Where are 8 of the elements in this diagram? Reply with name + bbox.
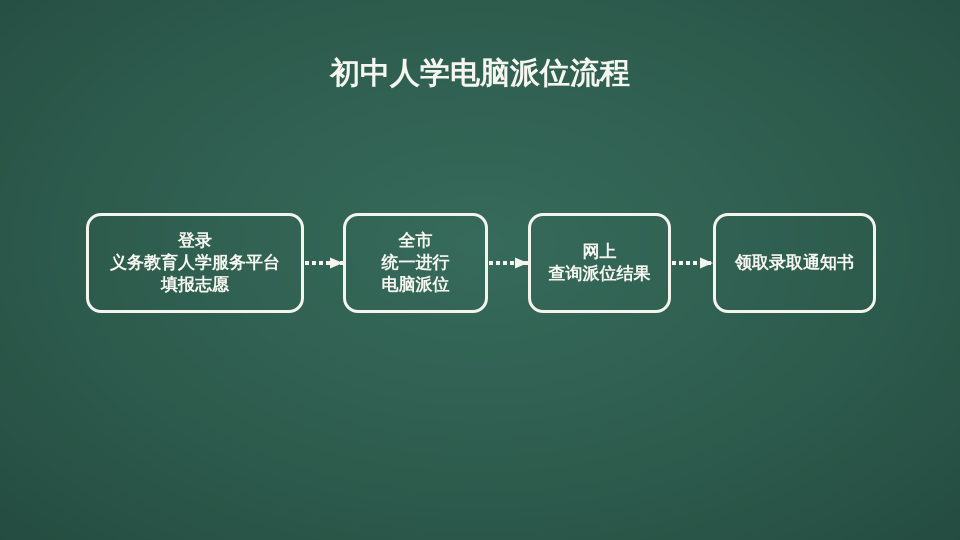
title: 初中人学电脑派位流程 — [328, 55, 631, 93]
arrow — [672, 258, 713, 268]
process-box: 登录义务教育人学服务平台填报志愿 — [86, 213, 304, 313]
process-box: 网上查询派位结果 — [528, 213, 671, 313]
process-box: 领取录取通知书 — [713, 213, 876, 313]
process-box: 全市统一进行电脑派位 — [343, 213, 488, 313]
arrow — [305, 258, 343, 268]
arrow — [489, 258, 528, 268]
